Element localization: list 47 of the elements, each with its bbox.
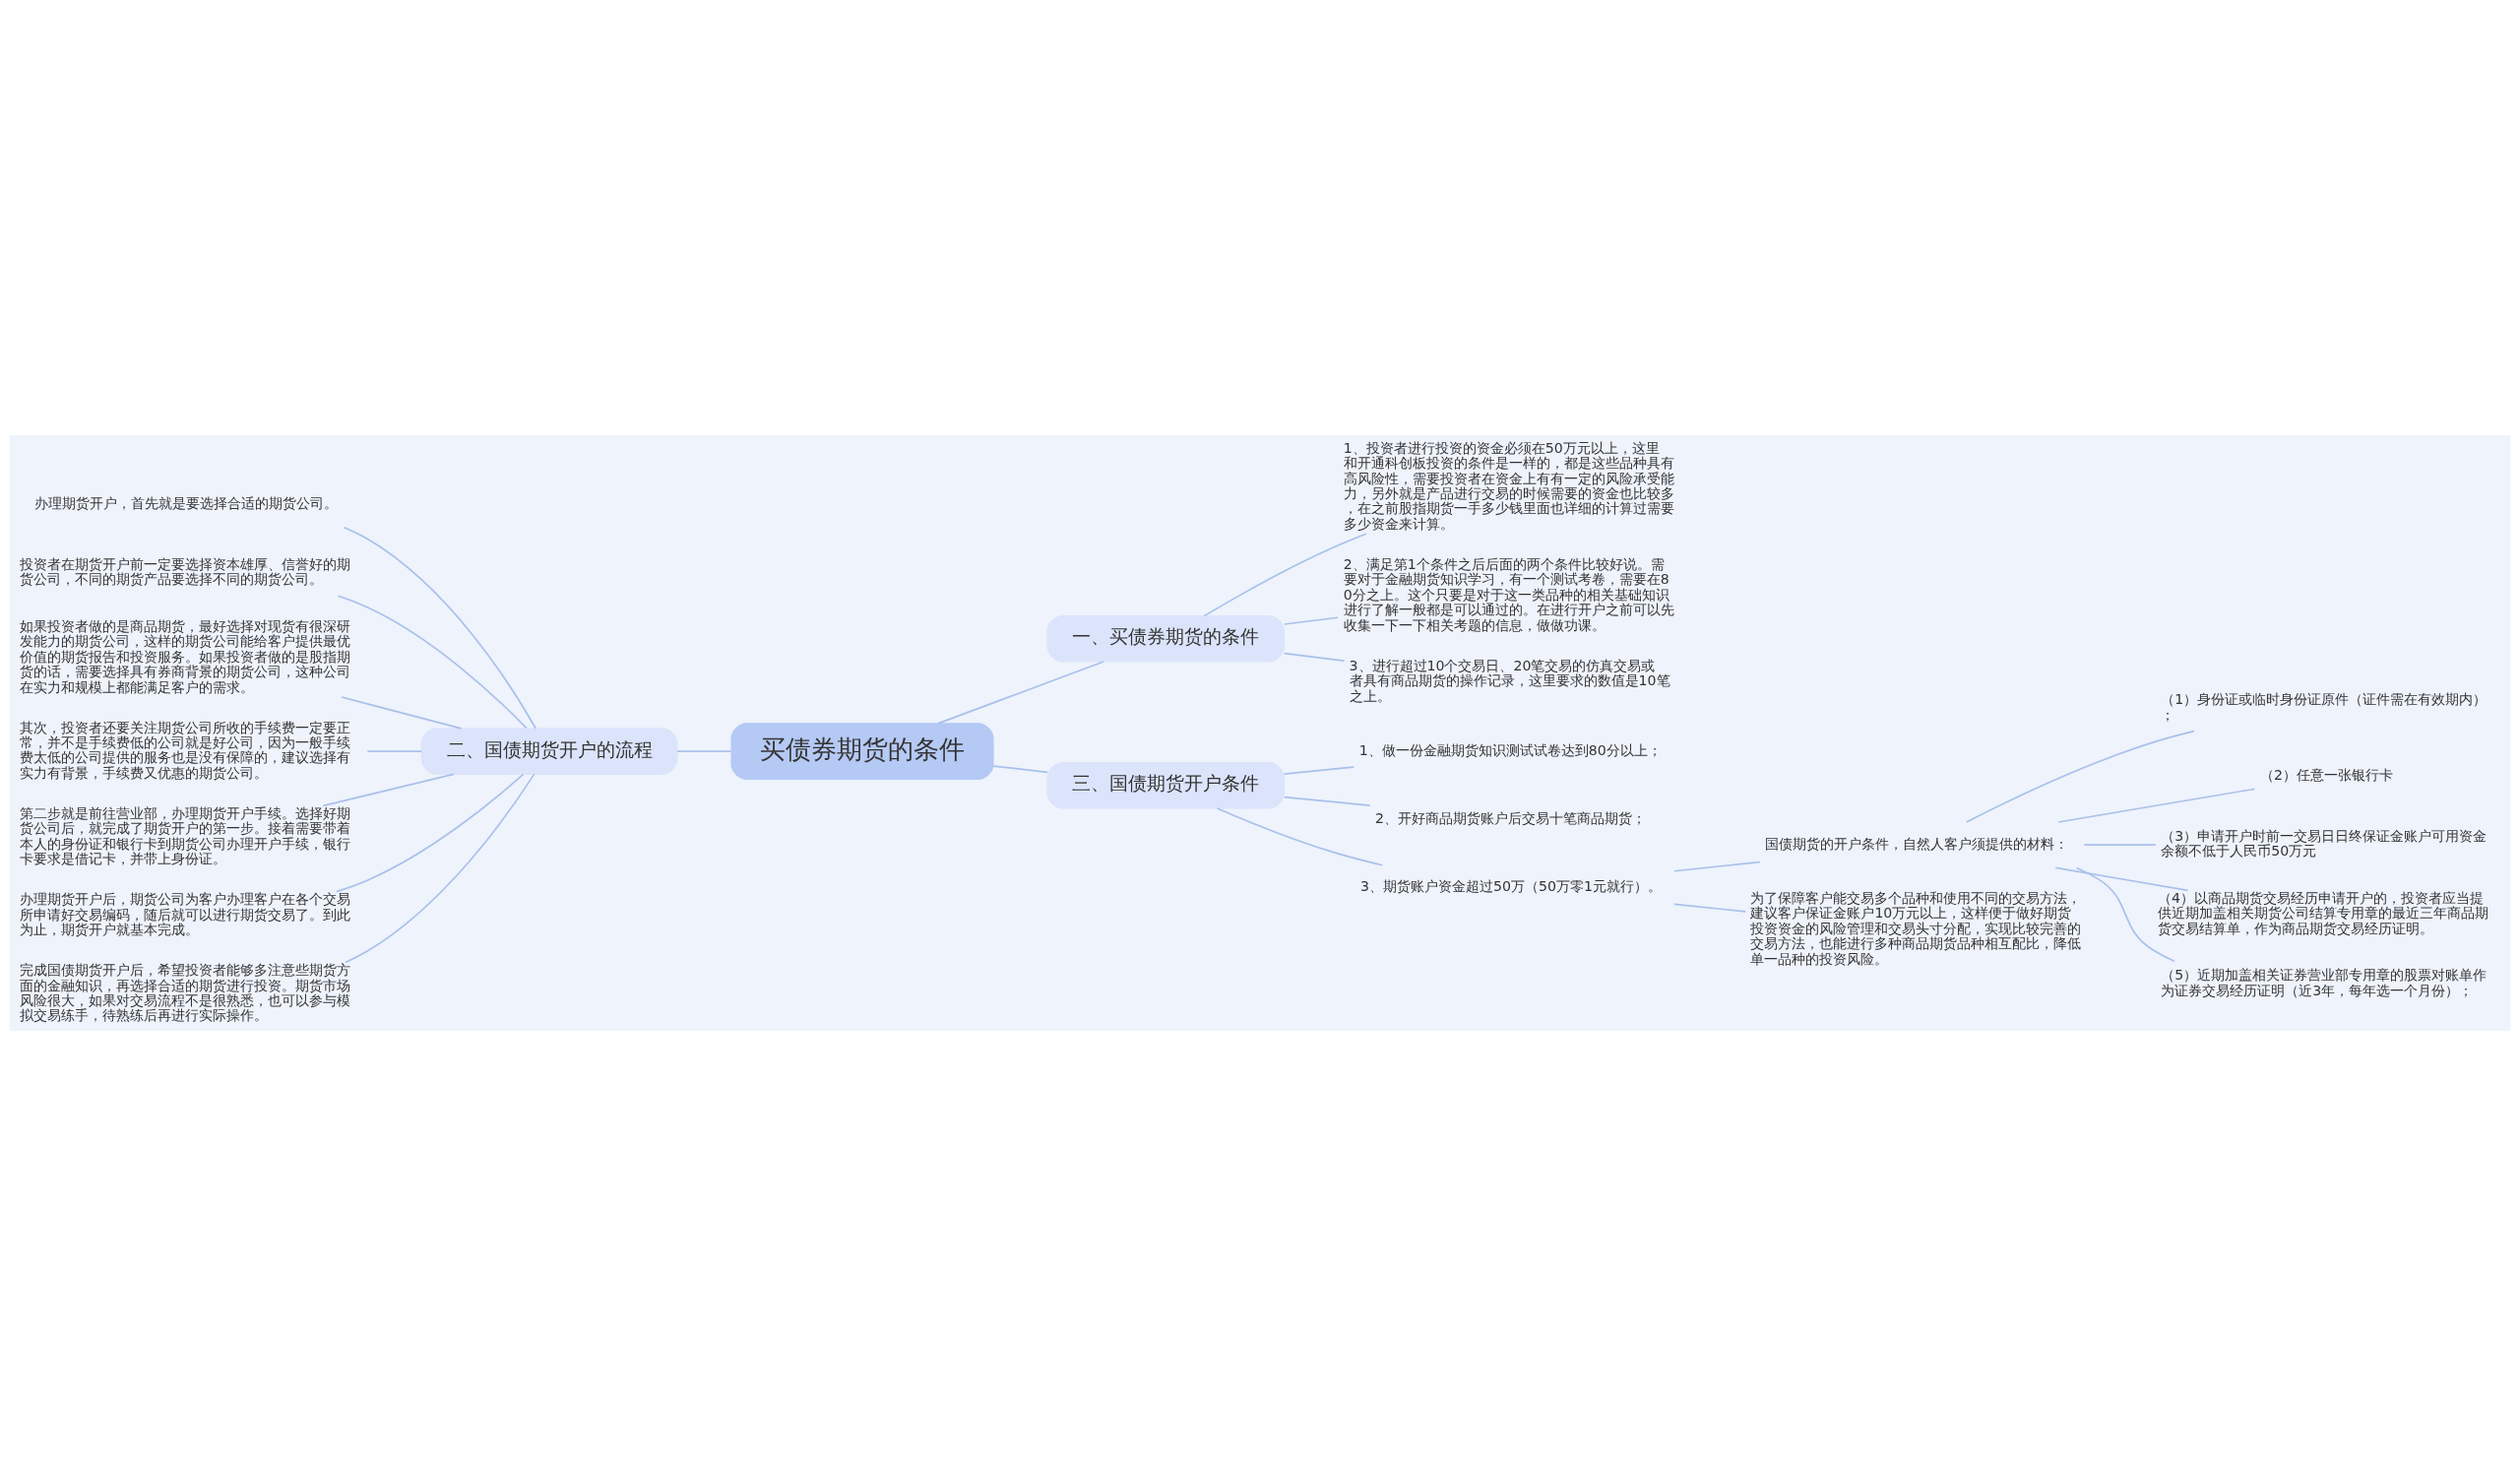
node-text: 完成国债期货开户后，希望投资者能够多注意些期货方面的金融知识，再选择合适的期货进行投资。期货市场风险很大，如果对交易流程不是很熟悉，也可以参与模拟交易练手，待熟练后再进行实际操作。 xyxy=(19,962,350,1024)
connector xyxy=(1283,652,1346,662)
node-text: 国债期货的开户条件，自然人客户须提供的材料： xyxy=(1765,835,2069,852)
node-text: （5）近期加盖相关证券营业部专用章的股票对账单作为证券交易经历证明（近3年，每年选一个月份）； xyxy=(2161,967,2488,998)
connector xyxy=(366,750,423,752)
node-box: 一、买债券期货的条件 xyxy=(1046,615,1286,663)
connector xyxy=(322,773,455,807)
node-text: （1）身份证或临时身份证原件（证件需在有效期内）； xyxy=(2161,691,2488,723)
connector xyxy=(1283,616,1339,625)
node-text: （4）以商品期货交易经历申请开户的，投资者应当提供近期加盖相关期货公司结算专用章的最近三年商品期货交易结算单，作为商品期货交易经历证明。 xyxy=(2158,890,2488,936)
node-text: 2、满足第1个条件之后后面的两个条件比较好说。需要对于金融期货知识学习，有一个测试考卷，需要在80分之上。这个只要是对于这一类品种的相关基础知识进行了解一般都是可以通过的。在进行开户之前可以先收集一下一下相关考题的信息，做做功课。 xyxy=(1343,555,1674,633)
node-text: 1、做一份金融期货知识测试试卷达到80分以上； xyxy=(1358,741,1662,758)
node-box: 买债券期货的条件 xyxy=(730,723,994,780)
connector xyxy=(2083,844,2157,846)
node-text: 为了保障客户能交易多个品种和使用不同的交易方法，建议客户保证金账户10万元以上，这样便于做好期货投资资金的风险管理和交易头寸分配，实现比较完善的交易方法，也能进行多种商品期货品种相互配比，降低单一品种的投资风险。 xyxy=(1750,890,2082,967)
connector xyxy=(2057,788,2256,823)
node-box: 二、国债期货开户的流程 xyxy=(420,728,678,775)
connector xyxy=(1216,807,1384,866)
node-box: 三、国债期货开户条件 xyxy=(1046,762,1286,809)
connector xyxy=(2075,866,2175,963)
node-text: 第二步就是前往营业部，办理期货开户手续。选择好期货公司后，就完成了期货开户的第一步。接着需要带着本人的身份证和银行卡到期货公司办理开户手续，银行卡要求是借记卡，并带上身份证。 xyxy=(19,804,350,867)
connector xyxy=(1283,796,1371,806)
node-text: 3、期货账户资金超过50万（50万零1元就行）。 xyxy=(1360,878,1662,895)
connector xyxy=(992,765,1048,774)
node-text: 2、开好商品期货账户后交易十笔商品期货； xyxy=(1374,810,1646,827)
connector xyxy=(937,661,1104,725)
connector xyxy=(343,526,537,730)
node-text: （3）申请开户时前一交易日日终保证金账户可用资金余额不低于人民币50万元 xyxy=(2161,828,2488,860)
connector xyxy=(336,773,525,893)
node-text: 1、投资者进行投资的资金必须在50万元以上，这里和开通科创板投资的条件是一样的，都是这些品种具有高风险性，需要投资者在资金上有有一定的风险承受能力，另外就是产品进行交易的时候需要的资金也比较多，在之前股指期货一手多少钱里面也详细的计算过需要多少资金来计算。 xyxy=(1343,439,1674,532)
connector xyxy=(345,773,536,964)
node-text: 投资者在期货开户前一定要选择资本雄厚、信誉好的期货公司，不同的期货产品要选择不同的期货公司。 xyxy=(19,555,350,588)
connector xyxy=(1672,903,1747,913)
connector xyxy=(2054,866,2189,892)
connector xyxy=(1965,730,2195,823)
connector xyxy=(1283,766,1355,775)
node-text: （2）任意一张银行卡 xyxy=(2260,767,2394,784)
node-text: 办理期货开户后，期货公司为客户办理客户在各个交易所申请好交易编码，随后就可以进行期货交易了。到此为止，期货开户就基本完成。 xyxy=(19,891,350,938)
connector xyxy=(676,750,732,752)
connector xyxy=(1672,860,1761,872)
node-text: 3、进行超过10个交易日、20笔交易的仿真交易或者具有商品期货的操作记录，这里要求的数值是10笔之上。 xyxy=(1349,657,1670,704)
connector xyxy=(337,595,528,730)
node-text: 其次，投资者还要关注期货公司所收的手续费一定要正常，并不是手续费低的公司就是好公司，因为一般手续费太低的公司提供的服务也是没有保障的，建议选择有实力有背景，手续费又优惠的期货公司。 xyxy=(19,719,350,781)
node-text: 办理期货开户，首先就是要选择合适的期货公司。 xyxy=(33,495,338,512)
connector xyxy=(341,696,463,730)
node-text: 如果投资者做的是商品期货，最好选择对现货有很深研发能力的期货公司，这样的期货公司能给客户提供最优价值的期货报告和投资服务。如果投资者做的是股指期货的话，需要选择具有券商背景的期货公司，这种公司在实力和规模上都能满足客户的需求。 xyxy=(19,617,350,695)
connector xyxy=(1203,533,1367,617)
